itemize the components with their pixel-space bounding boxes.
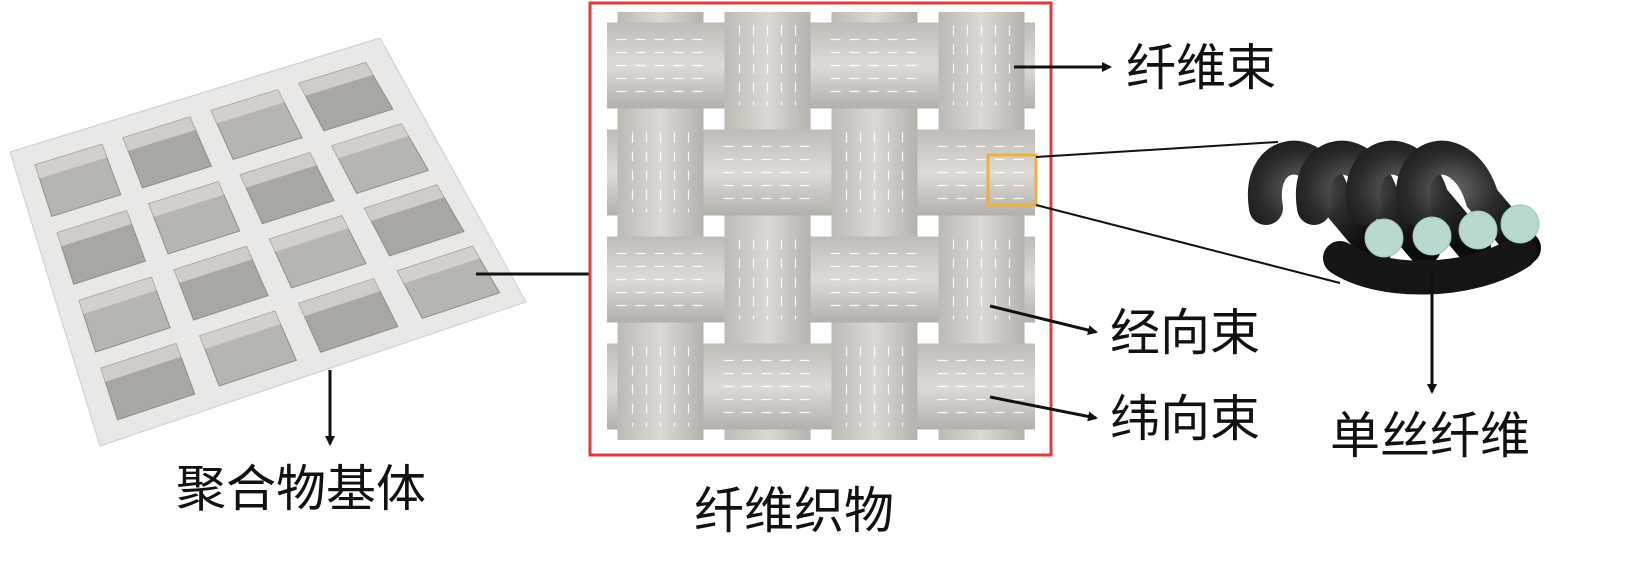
plate-tile-highlight: [174, 246, 253, 283]
filament-cut-end: [1364, 218, 1404, 258]
plate-woven-tiles: [34, 61, 501, 421]
polymer-matrix-plate: [9, 37, 527, 447]
plate-tile-highlight: [331, 123, 409, 159]
plate-tile-highlight: [298, 62, 373, 96]
plate-tile-highlight: [100, 343, 181, 382]
highlight-box: [986, 153, 1038, 207]
plate-tile-highlight: [148, 181, 224, 217]
plate-tile-highlight: [123, 117, 196, 151]
warp-label: 经向束: [1110, 304, 1260, 362]
fabric-label: 纤维织物: [694, 482, 894, 540]
plate-tile-highlight: [269, 215, 349, 252]
fiber-fabric-weave: [607, 12, 1035, 440]
filament-cut-end: [1412, 216, 1452, 256]
zoom-line-bottom: [1035, 204, 1341, 284]
filament-label: 单丝纤维: [1330, 407, 1530, 465]
zoom-line-top: [1035, 141, 1279, 158]
weft-label: 纬向束: [1110, 390, 1260, 448]
plate-tile-highlight: [298, 278, 381, 317]
weft-arrow: [989, 395, 1098, 422]
plate-tile-highlight: [79, 277, 157, 315]
plate-tile-highlight: [211, 89, 285, 124]
fiber-bundle-label: 纤维束: [1126, 39, 1276, 97]
plate-tile-highlight: [199, 311, 281, 350]
filament-coil: [1395, 140, 1541, 265]
plate-tile-highlight: [240, 152, 317, 188]
filament-cut-end: [1500, 204, 1540, 244]
filament-base: [1323, 235, 1537, 295]
plate-tile-highlight: [364, 185, 445, 221]
plate-tile-highlight: [57, 210, 132, 247]
single-filament-twist: [1247, 140, 1541, 295]
matrix-label: 聚合物基体: [176, 460, 426, 518]
filament-cut-end: [1458, 210, 1498, 250]
plate-tile-highlight: [397, 246, 480, 284]
warp-arrow: [989, 304, 1098, 335]
plate-tile-highlight: [35, 144, 107, 179]
